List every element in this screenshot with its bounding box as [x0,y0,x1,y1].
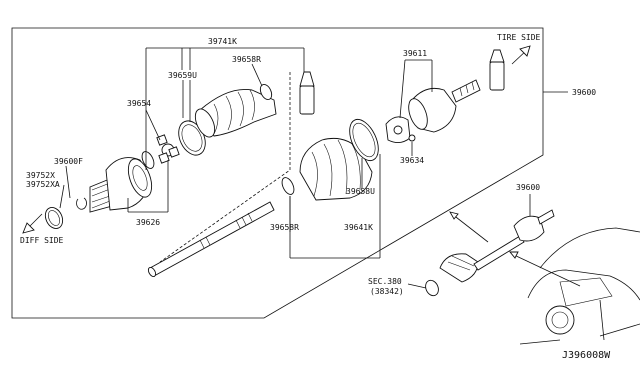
snap-ring-part [44,207,64,229]
grease-tube-inner-part [299,71,315,115]
drive-shaft-bar-part [147,201,275,278]
tire-side-label: TIRE SIDE [497,33,541,42]
label-39634: 39634 [400,156,424,165]
label-39752XA: 39752XA [26,180,60,189]
sec-ref-leader [407,283,427,289]
label-39752X: 39752X [26,171,55,180]
dashed-separator [159,72,291,263]
tire-side-arrow-icon [511,45,531,65]
label-39611: 39611 [403,49,427,58]
label-39658R-top: 39658R [232,55,261,64]
exploded-view-frame [11,27,544,319]
label-39600-right: 39600 [572,88,596,97]
label-39658R-bottom: 39658R [270,223,299,232]
diff-side-label: DIFF SIDE [20,236,64,245]
outer-joint-part [408,79,481,133]
label-sec-ref: SEC.380 [368,277,402,286]
label-39654: 39654 [127,99,151,108]
label-39626: 39626 [136,218,160,227]
inner-boot-part [194,88,277,138]
inner-joint-housing-part [89,157,153,213]
circlip-part [76,197,87,210]
grease-tube-outer-part [489,49,505,91]
label-sec-ref-number: (38342) [370,287,404,296]
diff-side-arrow-icon [22,213,43,234]
assembly-arrows [449,211,581,287]
circlip-outer-part [408,134,416,142]
ball-cage-part [385,116,411,143]
inner-band-part [141,151,155,169]
label-39741K: 39741K [208,37,237,46]
boot-band-small-top-part [259,83,273,101]
diagram-id: J396008W [562,350,611,361]
boot-band-small-bottom-part [281,177,295,195]
label-39659U: 39659U [168,71,197,80]
tripod-joint-part [156,134,180,164]
assembled-drive-shaft-part [425,209,555,297]
boot-band-outer-part [349,118,379,162]
outer-boot-part [299,137,373,201]
label-39600-car: 39600 [516,183,540,192]
label-39641K: 39641K [344,223,373,232]
vehicle-outline-icon [519,227,640,345]
label-39600F: 39600F [54,157,83,166]
label-39658U: 39658U [346,187,375,196]
leader-lines [59,47,568,259]
